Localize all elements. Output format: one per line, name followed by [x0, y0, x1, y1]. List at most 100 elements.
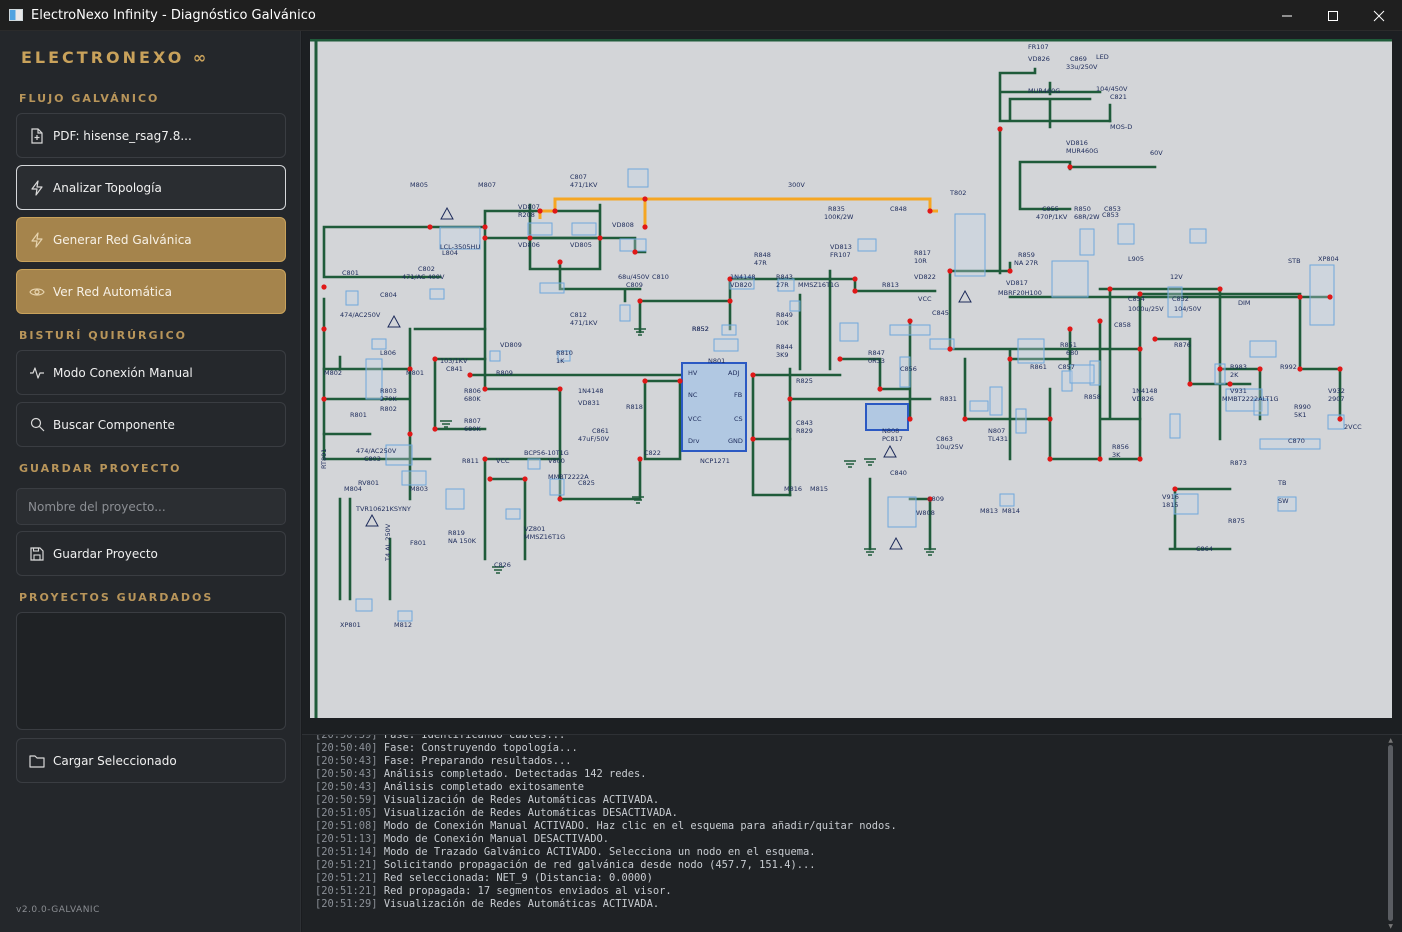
schematic-node[interactable]: [1187, 381, 1193, 387]
schematic-component[interactable]: [355, 598, 373, 612]
schematic-node[interactable]: [557, 386, 563, 392]
schematic-node[interactable]: [1047, 416, 1053, 422]
schematic-component[interactable]: [371, 338, 387, 350]
view-auto-network-button[interactable]: Ver Red Automática: [16, 269, 286, 314]
schematic-node[interactable]: [1227, 381, 1233, 387]
schematic-node[interactable]: [1337, 416, 1343, 422]
schematic-node[interactable]: [837, 356, 843, 362]
schematic-component[interactable]: [527, 222, 553, 236]
schematic-node[interactable]: [1137, 456, 1143, 462]
schematic-node[interactable]: [537, 208, 543, 214]
schematic-component[interactable]: [777, 278, 795, 292]
save-project-button[interactable]: Guardar Proyecto: [16, 531, 286, 576]
schematic-component[interactable]: [549, 478, 565, 496]
schematic-node[interactable]: [1137, 346, 1143, 352]
schematic-node[interactable]: [907, 318, 913, 324]
schematic-node[interactable]: [557, 496, 563, 502]
schematic-component[interactable]: [729, 276, 755, 290]
schematic-node[interactable]: [852, 288, 858, 294]
schematic-node[interactable]: [407, 431, 413, 437]
manual-connection-button[interactable]: Modo Conexión Manual: [16, 350, 286, 395]
schematic-node[interactable]: [1152, 336, 1158, 342]
schematic-node[interactable]: [597, 235, 603, 241]
minimize-button[interactable]: [1264, 0, 1310, 31]
schematic-component[interactable]: [889, 324, 931, 336]
project-name-input[interactable]: [16, 488, 286, 525]
schematic-component[interactable]: [1061, 370, 1073, 392]
schematic-node[interactable]: [487, 476, 493, 482]
schematic-node[interactable]: [1107, 286, 1113, 292]
ic-n801[interactable]: [681, 362, 747, 452]
schematic-node[interactable]: [1047, 456, 1053, 462]
schematic-component[interactable]: [999, 493, 1015, 507]
schematic-node[interactable]: [1137, 291, 1143, 297]
schematic-node[interactable]: [1217, 286, 1223, 292]
schematic-node[interactable]: [1067, 326, 1073, 332]
schematic-node[interactable]: [1067, 164, 1073, 170]
schematic-node[interactable]: [432, 426, 438, 432]
schematic-component[interactable]: [713, 338, 739, 352]
schematic-component[interactable]: [1015, 408, 1027, 434]
schematic-node[interactable]: [750, 372, 756, 378]
schematic-component[interactable]: [929, 338, 955, 350]
schematic-component[interactable]: [1277, 496, 1297, 512]
schematic-node[interactable]: [1297, 294, 1303, 300]
pdf-file-button[interactable]: PDF: hisense_rsag7.8...: [16, 113, 286, 158]
schematic-node[interactable]: [1097, 456, 1103, 462]
schematic-node[interactable]: [552, 208, 558, 214]
schematic-component[interactable]: [397, 610, 413, 622]
schematic-component[interactable]: [345, 290, 359, 306]
generate-galvanic-network-button[interactable]: Generar Red Galvánica: [16, 217, 286, 262]
ic-n808[interactable]: [865, 403, 909, 431]
schematic-node[interactable]: [1297, 366, 1303, 372]
schematic-component[interactable]: [571, 222, 597, 236]
search-component-button[interactable]: Buscar Componente: [16, 402, 286, 447]
schematic-node[interactable]: [1217, 366, 1223, 372]
schematic-component[interactable]: [401, 470, 427, 486]
schematic-component[interactable]: [627, 168, 649, 188]
close-button[interactable]: [1356, 0, 1402, 31]
load-selected-button[interactable]: Cargar Seleccionado: [16, 738, 286, 783]
schematic-component[interactable]: [789, 300, 801, 312]
schematic-component[interactable]: [1017, 338, 1045, 364]
schematic-component[interactable]: [839, 322, 859, 342]
schematic-node[interactable]: [407, 366, 413, 372]
schematic-component[interactable]: [1079, 228, 1095, 256]
analyze-topology-button[interactable]: Analizar Topología: [16, 165, 286, 210]
schematic-node[interactable]: [642, 196, 648, 202]
schematic-component[interactable]: [1117, 223, 1135, 245]
schematic-node[interactable]: [727, 276, 733, 282]
schematic-node[interactable]: [482, 224, 488, 230]
schematic-node[interactable]: [750, 436, 756, 442]
schematic-node[interactable]: [727, 298, 733, 304]
schematic-component[interactable]: [1225, 388, 1263, 412]
schematic-component[interactable]: [1169, 413, 1181, 439]
schematic-component[interactable]: [505, 508, 521, 520]
schematic-component[interactable]: [619, 238, 647, 252]
schematic-node[interactable]: [637, 298, 643, 304]
schematic-component[interactable]: [887, 496, 917, 528]
schematic-node[interactable]: [321, 284, 327, 290]
schematic-component[interactable]: [619, 304, 631, 322]
schematic-node[interactable]: [962, 416, 968, 422]
schematic-node[interactable]: [1337, 366, 1343, 372]
schematic-node[interactable]: [907, 416, 913, 422]
schematic-component[interactable]: [1069, 364, 1095, 384]
schematic-component[interactable]: [365, 358, 383, 400]
log-scrollbar[interactable]: [1388, 745, 1393, 921]
schematic-component[interactable]: [1249, 340, 1277, 358]
schematic-component[interactable]: [1089, 360, 1101, 386]
schematic-node[interactable]: [1172, 486, 1178, 492]
schematic-component[interactable]: [989, 386, 1003, 416]
schematic-component[interactable]: [721, 324, 737, 336]
schematic-component[interactable]: [539, 282, 565, 294]
schematic-node[interactable]: [321, 396, 327, 402]
schematic-node[interactable]: [1327, 294, 1333, 300]
schematic-node[interactable]: [527, 235, 533, 241]
schematic-node[interactable]: [522, 476, 528, 482]
schematic-component[interactable]: [489, 350, 501, 362]
schematic-component[interactable]: [445, 488, 465, 510]
